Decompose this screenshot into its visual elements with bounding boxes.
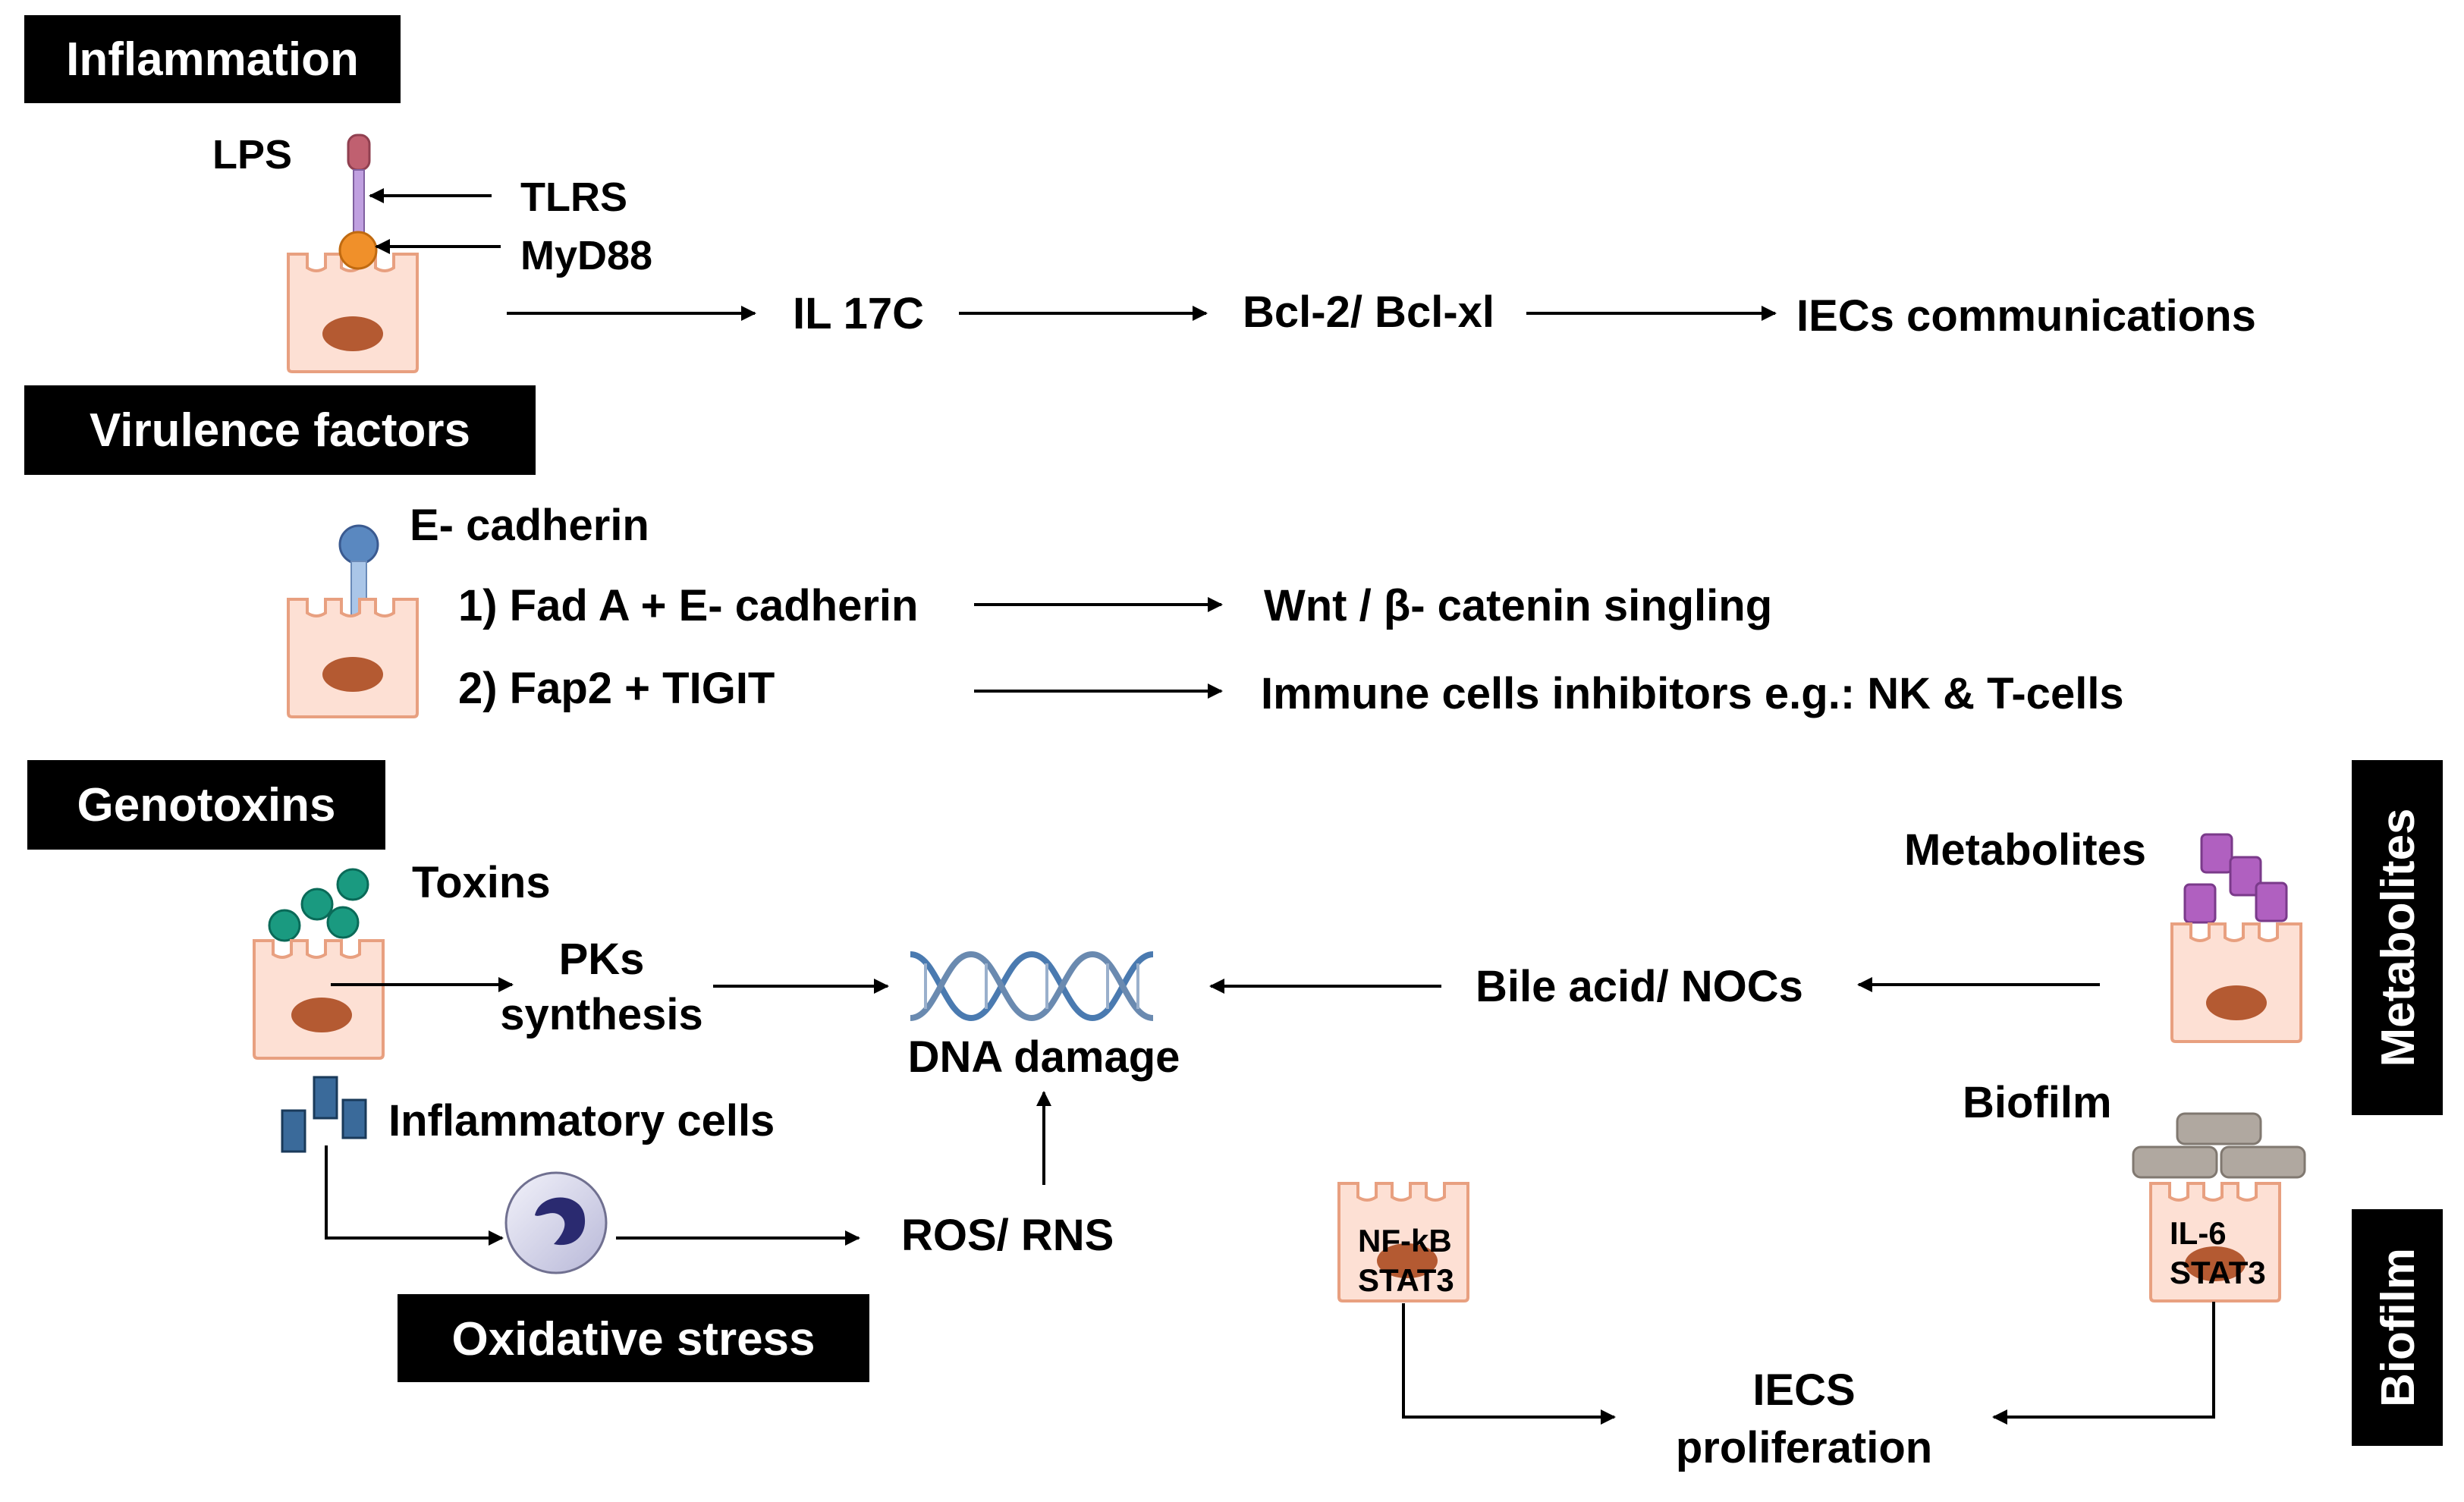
fada-label: 1) Fad A + E- cadherin (458, 581, 918, 630)
virulence-heading: Virulence factors (90, 404, 470, 457)
toxins-label: Toxins (412, 858, 551, 907)
biofilm-blocks (2132, 1112, 2306, 1179)
stat3-left-label: STAT3 (1358, 1262, 1454, 1298)
epithelial-cell-metabolites (2170, 922, 2302, 1043)
section-inflammation: Inflammation (24, 15, 401, 103)
fap2-label: 2) Fap2 + TIGIT (458, 664, 775, 713)
iecs-communications-label: IECs communications (1796, 291, 2256, 341)
il17c-label: IL 17C (793, 289, 924, 338)
toxin-particles (268, 868, 369, 942)
epithelial-cell-toxins (253, 939, 385, 1060)
ecadherin-label: E- cadherin (410, 501, 649, 550)
arrow-il6-to-prolif (1992, 1302, 2215, 1425)
section-genotoxins: Genotoxins (27, 760, 385, 850)
stat3-right-label: STAT3 (2170, 1255, 2266, 1290)
oxidative-heading: Oxidative stress (451, 1313, 815, 1365)
il6-label: IL-6 (2170, 1215, 2227, 1251)
metabolite-blocks (2183, 833, 2288, 924)
section-oxidative: Oxidative stress (398, 1294, 869, 1382)
epithelial-cell-virulence (287, 598, 419, 718)
epithelial-cell-nfkb (1337, 1182, 1469, 1302)
lps-label: LPS (212, 132, 292, 178)
metabolites-heading: Metabolites (2372, 808, 2425, 1067)
ros-label: ROS/ RNS (901, 1211, 1114, 1260)
nfkb-label: NF-kB (1358, 1223, 1452, 1258)
immune-label: Immune cells inhibitors e.g.: NK & T-cel… (1261, 669, 2124, 718)
nucleus (322, 657, 383, 692)
proliferation-label: proliferation (1676, 1423, 1932, 1472)
inflammatory-cells-icon (281, 1076, 367, 1153)
metabolites-label: Metabolites (1904, 825, 2146, 875)
myd88-adapter (338, 231, 378, 270)
phagocyte-cell-icon (504, 1171, 608, 1274)
nucleus (2206, 985, 2267, 1020)
wnt-label: Wnt / β- catenin singling (1264, 581, 1772, 630)
nucleus (322, 316, 383, 351)
arrow-to-phagocyte (325, 1145, 504, 1246)
section-biofilm: Biofilm (2352, 1209, 2443, 1446)
synthesis-label: synthesis (500, 990, 703, 1039)
myd88-label: MyD88 (520, 233, 652, 278)
epithelial-cell-inflammation (287, 231, 419, 373)
nucleus (291, 998, 352, 1032)
nucleus (1377, 1243, 1438, 1278)
inflammation-heading: Inflammation (66, 33, 359, 86)
section-metabolites: Metabolites (2352, 760, 2443, 1115)
tlrs-label: TLRS (520, 174, 627, 220)
section-virulence: Virulence factors (24, 385, 536, 475)
bcl-label: Bcl-2/ Bcl-xl (1243, 288, 1494, 337)
dna-damage-label: DNA damage (908, 1032, 1180, 1082)
pks-label: PKs (559, 935, 645, 984)
epithelial-cell-biofilm (2149, 1182, 2281, 1302)
nucleus (2185, 1246, 2246, 1281)
lps-receptor (347, 134, 371, 244)
biofilm-label: Biofilm (1963, 1078, 2112, 1127)
biofilm-heading: Biofilm (2372, 1248, 2425, 1407)
bile-acid-label: Bile acid/ NOCs (1476, 962, 1803, 1011)
arrow-nfkb-to-prolif (1402, 1303, 1616, 1425)
dna-helix-icon (910, 951, 1154, 1022)
inflammatory-cells-label: Inflammatory cells (388, 1096, 775, 1145)
genotoxins-heading: Genotoxins (77, 779, 335, 831)
iecs-label: IECS (1752, 1365, 1855, 1415)
